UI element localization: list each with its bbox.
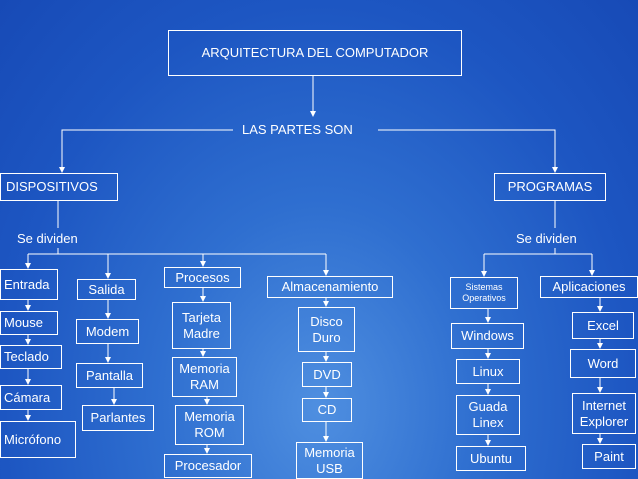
microfono-node: Micrófono <box>0 421 76 458</box>
memoria-ram-node: Memoria RAM <box>172 357 237 397</box>
dvd-node: DVD <box>302 362 352 387</box>
excel-node: Excel <box>572 312 634 339</box>
subtitle-label: LAS PARTES SON <box>242 122 353 137</box>
paint-node: Paint <box>582 444 636 469</box>
internet-explorer-node: Internet Explorer <box>572 393 636 434</box>
dispositivos-node: DISPOSITIVOS <box>0 173 118 201</box>
procesador-node: Procesador <box>164 454 252 478</box>
salida-node: Salida <box>77 279 136 300</box>
parlantes-node: Parlantes <box>82 405 154 431</box>
memoria-usb-node: Memoria USB <box>296 442 363 479</box>
windows-node: Windows <box>451 323 524 349</box>
linux-node: Linux <box>456 359 520 384</box>
pantalla-node: Pantalla <box>76 363 143 388</box>
right-connector-label: Se dividen <box>516 231 577 246</box>
programas-node: PROGRAMAS <box>494 173 606 201</box>
cd-node: CD <box>302 398 352 422</box>
entrada-node: Entrada <box>0 269 58 300</box>
word-node: Word <box>570 349 636 378</box>
ubuntu-node: Ubuntu <box>456 446 526 471</box>
camara-node: Cámara <box>0 385 62 410</box>
teclado-node: Teclado <box>0 345 62 369</box>
tarjeta-madre-node: Tarjeta Madre <box>172 302 231 349</box>
almacenamiento-node: Almacenamiento <box>267 276 393 298</box>
mouse-node: Mouse <box>0 311 58 335</box>
left-connector-label: Se dividen <box>17 231 78 246</box>
title-node: ARQUITECTURA DEL COMPUTADOR <box>168 30 462 76</box>
sistemas-operativos-node: Sistemas Operativos <box>450 277 518 309</box>
disco-duro-node: Disco Duro <box>298 307 355 352</box>
guada-linex-node: Guada Linex <box>456 395 520 435</box>
modem-node: Modem <box>76 319 139 344</box>
aplicaciones-node: Aplicaciones <box>540 276 638 298</box>
memoria-rom-node: Memoria ROM <box>175 405 244 445</box>
procesos-node: Procesos <box>164 267 241 288</box>
